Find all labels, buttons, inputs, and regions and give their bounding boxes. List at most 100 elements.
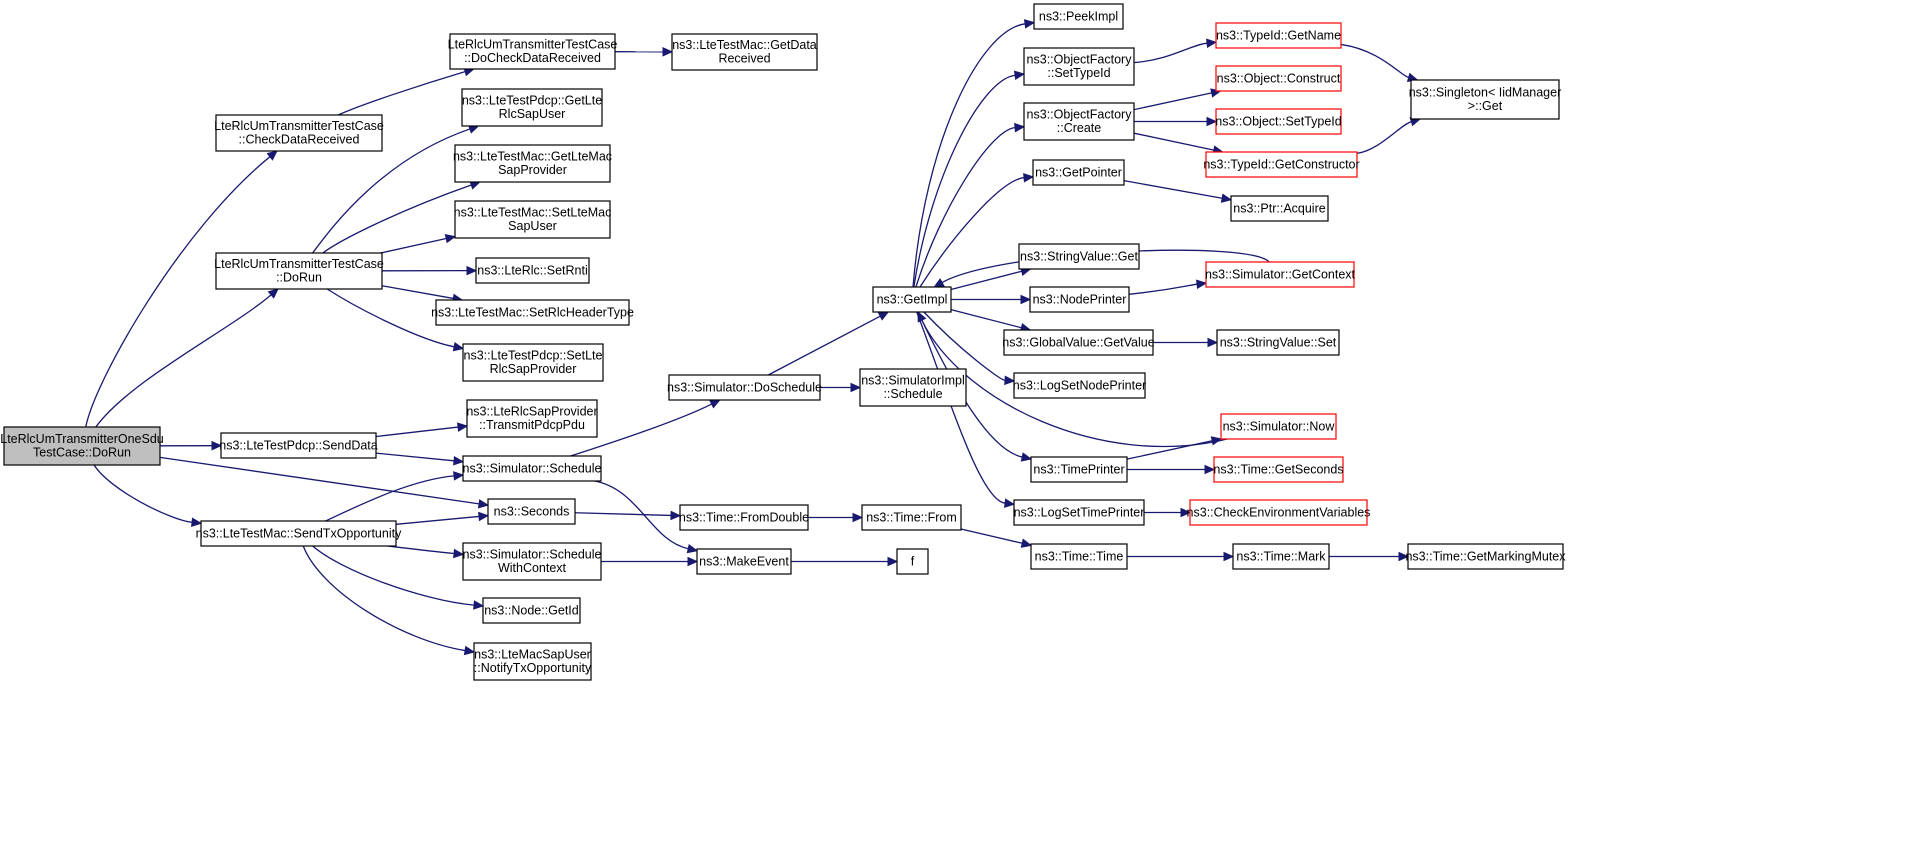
node-layer: LteRlcUmTransmitterOneSduTestCase::DoRun… [0, 3, 1566, 681]
node-ns3-time-getmarkingmutex[interactable]: ns3::Time::GetMarkingMutex [1405, 543, 1566, 570]
node-ns3-objectfactory-settypeid[interactable]: ns3::ObjectFactory::SetTypeId [1023, 47, 1135, 86]
node-ns3-simulator-doschedule[interactable]: ns3::Simulator::DoSchedule [667, 374, 822, 401]
node-ns3-simulator-now[interactable]: ns3::Simulator::Now [1220, 413, 1337, 440]
node-ns3-logsetnodeprinter[interactable]: ns3::LogSetNodePrinter [1013, 372, 1146, 399]
node-ns3-lterlc-setrnti[interactable]: ns3::LteRlc::SetRnti [475, 257, 590, 284]
edge-arrowhead [933, 278, 945, 288]
node-box [1189, 499, 1368, 526]
node-ns3-ltetestmac-sendtxopportunity[interactable]: ns3::LteTestMac::SendTxOpportunity [196, 520, 402, 547]
edge-line [960, 528, 1023, 544]
node-label-line: ns3::PeekImpl [1039, 9, 1118, 23]
node-lterlcumtransmittertestcase-dorun[interactable]: LteRlcUmTransmitterTestCase::DoRun [214, 252, 384, 290]
node-ns3-typeid-getconstructor[interactable]: ns3::TypeId::GetConstructor [1203, 151, 1360, 178]
node-label-line: LteRlcUmTransmitterTestCase [448, 38, 618, 52]
node-ns3-getpointer[interactable]: ns3::GetPointer [1032, 159, 1125, 186]
edge-arrowhead [1180, 507, 1192, 518]
edge-line [1340, 43, 1409, 79]
node-box [487, 498, 576, 525]
node-ns3-seconds[interactable]: ns3::Seconds [487, 498, 576, 525]
node-label-line: f [911, 554, 915, 568]
edge-line [312, 128, 471, 254]
node-ns3-time-fromdouble[interactable]: ns3::Time::FromDouble [679, 504, 809, 531]
edge-root-to-seconds [159, 456, 490, 509]
node-ns3-getimpl[interactable]: ns3::GetImpl [872, 286, 952, 313]
node-box [679, 504, 809, 531]
node-ns3-object-settypeid[interactable]: ns3::Object::SetTypeId [1215, 108, 1342, 135]
node-label-line: ::NotifyTxOpportunity [474, 661, 592, 675]
node-ns3-ltetestpdcp-senddata[interactable]: ns3::LteTestPdcp::SendData [219, 432, 378, 459]
node-lterlcumtransmittertestcase-docheckdatareceived[interactable]: LteRlcUmTransmitterTestCase::DoCheckData… [448, 33, 618, 70]
node-ns3-nodeprinter[interactable]: ns3::NodePrinter [1029, 286, 1130, 313]
edge-getimpl-to-getpointer [919, 173, 1035, 288]
node-ns3-timeprinter[interactable]: ns3::TimePrinter [1030, 456, 1128, 483]
edge-line [916, 311, 1006, 504]
node-label-line: ns3::LteTestMac::SetLteMac [454, 206, 612, 220]
node-ns3-object-construct[interactable]: ns3::Object::Construct [1215, 65, 1342, 92]
node-ns3-time-from[interactable]: ns3::Time::From [861, 504, 962, 531]
node-ns3-ltemacsapuser-notifytxopportunity[interactable]: ns3::LteMacSapUser::NotifyTxOpportunity [473, 642, 592, 681]
edge-dorun-to-setrnti [381, 265, 478, 276]
node-ns3-time-getseconds[interactable]: ns3::Time::GetSeconds [1213, 456, 1344, 483]
edge-arrowhead [477, 499, 490, 509]
node-ns3-objectfactory-create[interactable]: ns3::ObjectFactory::Create [1023, 102, 1135, 141]
node-label-line: ns3::LteMacSapUser [474, 648, 591, 662]
edge-globalget-to-strset [1153, 337, 1219, 348]
edge-line [767, 315, 881, 376]
edge-arrowhead [453, 456, 465, 466]
node-ns3-peekimpl[interactable]: ns3::PeekImpl [1033, 3, 1124, 30]
edge-arrowhead [877, 311, 890, 321]
node-ns3-ptr-acquire[interactable]: ns3::Ptr::Acquire [1230, 195, 1329, 222]
node-ns3-logsettimeprinter[interactable]: ns3::LogSetTimePrinter [1013, 499, 1145, 526]
edge-arrowhead [1223, 551, 1235, 562]
node-box [462, 542, 602, 581]
node-ns3-checkenvironmentvariables[interactable]: ns3::CheckEnvironmentVariables [1187, 499, 1371, 526]
node-ns3-time-mark[interactable]: ns3::Time::Mark [1232, 543, 1330, 570]
node-box [1205, 151, 1358, 178]
node-ns3-ltetestmac-setrlcheadertype[interactable]: ns3::LteTestMac::SetRlcHeaderType [431, 299, 634, 326]
edge-arrowhead [266, 150, 278, 161]
edge-line [159, 456, 480, 505]
edge-arrowhead [1206, 38, 1218, 48]
node-ns3-time-time[interactable]: ns3::Time::Time [1030, 543, 1128, 570]
edge-dorun-to-getltemac [322, 180, 481, 254]
edge-arrowhead [1020, 294, 1032, 305]
node-ns3-globalvalue-getvalue[interactable]: ns3::GlobalValue::GetValue [1002, 329, 1155, 356]
node-ns3-simulator-getcontext[interactable]: ns3::Simulator::GetContext [1205, 261, 1356, 288]
node-ns3-typeid-getname[interactable]: ns3::TypeId::GetName [1215, 22, 1342, 49]
edge-arrowhead [478, 511, 490, 522]
node-label-line: ns3::LteTestMac::SendTxOpportunity [196, 526, 402, 540]
node-ns3-simulator-schedule[interactable]: ns3::Simulator::Schedule [462, 455, 602, 482]
node-box [1023, 102, 1135, 141]
edge-getimpl-to-logsetnode [923, 311, 1016, 386]
node-ns3-singleton-iidmanager-get[interactable]: ns3::Singleton< IidManager >::Get [1409, 79, 1562, 120]
node-box [482, 597, 581, 624]
node-ns3-simulatorimpl-schedule[interactable]: ns3::SimulatorImpl::Schedule [859, 368, 967, 407]
node-ns3-node-getid[interactable]: ns3::Node::GetId [482, 597, 581, 624]
node-lterlcumtransmittertestcase-checkdatareceived[interactable]: LteRlcUmTransmitterTestCase::CheckDataRe… [214, 114, 384, 152]
node-box [1215, 108, 1342, 135]
node-ns3-lterlcsapprovider-transmitpdcppdu[interactable]: ns3::LteRlcSapProvider::TransmitPdcpPdu [466, 399, 598, 438]
node-box [1023, 47, 1135, 86]
node-box [1033, 3, 1124, 30]
edge-line [917, 311, 1023, 458]
node-label-line: SapProvider [498, 163, 567, 177]
edge-line [375, 452, 455, 462]
node-box [1407, 543, 1564, 570]
edge-line [570, 403, 712, 457]
node-f[interactable]: f [896, 548, 929, 575]
node-ns3-stringvalue-set[interactable]: ns3::StringValue::Set [1216, 329, 1340, 356]
node-ns3-stringvalue-get[interactable]: ns3::StringValue::Get [1018, 243, 1140, 270]
edge-root-to-checkdata [85, 150, 278, 428]
node-ns3-makeevent[interactable]: ns3::MakeEvent [696, 548, 792, 575]
node-label-line: ns3::Time::GetMarkingMutex [1405, 549, 1566, 563]
edge-arrowhead [1004, 375, 1016, 386]
node-label-line: ns3::GetPointer [1035, 165, 1122, 179]
node-box [462, 343, 604, 382]
